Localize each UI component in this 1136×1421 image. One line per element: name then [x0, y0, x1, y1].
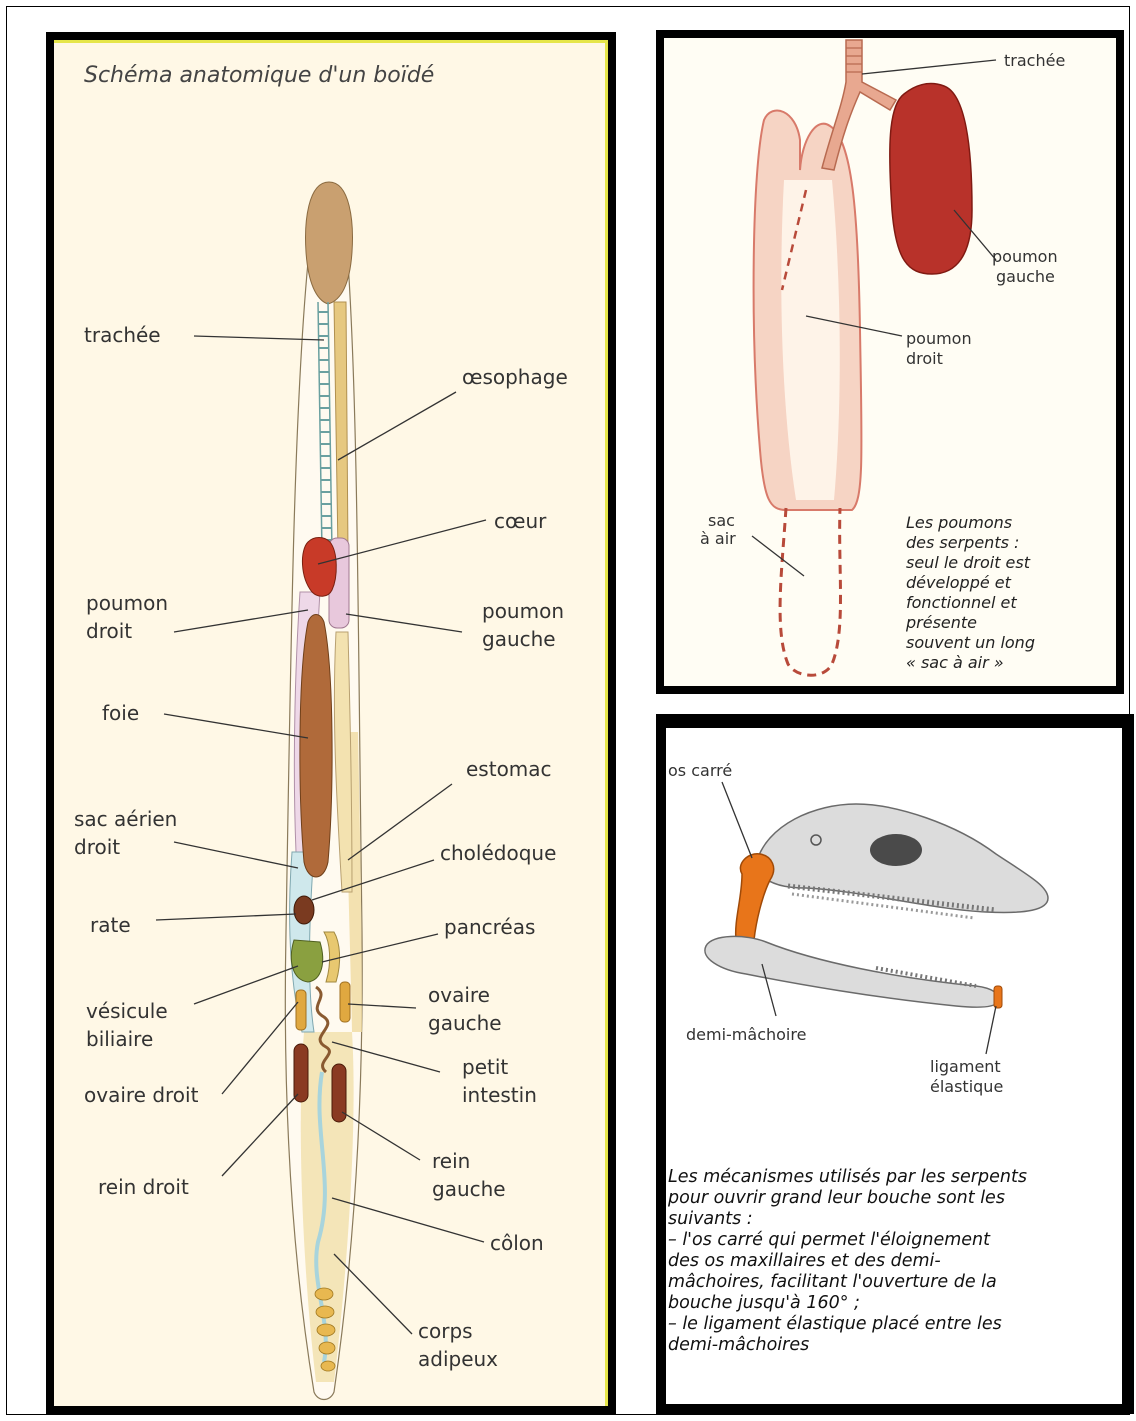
jaw-caption-line: pour ouvrir grand leur bouche sont les [667, 1188, 1005, 1208]
air-sac-dashed [780, 508, 840, 675]
lungs-diagram: trachée poumon gauche poumon droit sac à… [656, 30, 1124, 694]
label-poumon-droit-2: droit [86, 619, 132, 643]
elastic-ligament [994, 986, 1002, 1008]
jaw-panel: os carré demi-mâchoire ligament élastiqu… [656, 714, 1134, 1414]
jaw-caption-line: mâchoires, facilitant l'ouverture de la [668, 1272, 997, 1292]
left-lung-red [890, 84, 972, 274]
head-shape [306, 182, 353, 304]
lungs-label-sac-1: sac [708, 511, 735, 530]
jaw-diagram: os carré demi-mâchoire ligament élastiqu… [656, 714, 1134, 1414]
label-petit-intestin-1: petit [462, 1055, 508, 1079]
lower-jaw [705, 936, 999, 1007]
label-rein-gauche-2: gauche [432, 1177, 506, 1201]
lungs-caption-line: présente [905, 613, 977, 632]
quadrate-bone [736, 854, 774, 950]
lungs-label-poumon-droit-2: droit [906, 349, 943, 368]
lungs-caption-line: « sac à air » [906, 653, 1004, 672]
label-poumon-gauche-1: poumon [482, 599, 564, 623]
right-kidney-shape [294, 1044, 308, 1102]
anatomy-title: Schéma anatomique d'un boïdé [84, 63, 434, 88]
jaw-caption-line: des os maxillaires et des demi- [668, 1251, 941, 1271]
lungs-label-poumon-gauche-2: gauche [996, 267, 1055, 286]
label-oesophage: œsophage [462, 365, 568, 389]
jaw-caption: Les mécanismes utilisés par les serpents… [667, 1167, 1027, 1355]
lungs-label-sac-2: à air [700, 529, 736, 548]
label-trachee: trachée [84, 323, 161, 347]
label-ovaire-droit: ovaire droit [84, 1083, 199, 1107]
anatomy-diagram: Schéma anatomique d'un boïdé [46, 32, 616, 1414]
lungs-caption-line: Les poumons [906, 513, 1012, 532]
label-colon: côlon [490, 1231, 544, 1255]
label-rein-droit: rein droit [98, 1175, 189, 1199]
spleen-shape [294, 896, 314, 924]
label-rein-gauche-1: rein [432, 1149, 470, 1173]
label-vesicule-1: vésicule [86, 999, 168, 1023]
lungs-caption-line: seul le droit est [906, 553, 1031, 572]
label-petit-intestin-2: intestin [462, 1083, 537, 1107]
eye-socket [870, 834, 922, 866]
jaw-label-demi-machoire: demi-mâchoire [686, 1025, 806, 1044]
label-foie: foie [102, 701, 139, 725]
jaw-caption-line: demi-mâchoires [668, 1335, 809, 1355]
label-corps-adipeux-1: corps [418, 1319, 473, 1343]
left-ovary-shape [340, 982, 350, 1022]
anatomy-panel: Schéma anatomique d'un boïdé [46, 32, 616, 1414]
jaw-caption-line: – l'os carré qui permet l'éloignement [668, 1230, 991, 1250]
liver-shape [300, 615, 332, 878]
label-vesicule-2: biliaire [86, 1027, 153, 1051]
lungs-caption-line: souvent un long [906, 633, 1035, 652]
label-ovaire-gauche-1: ovaire [428, 983, 490, 1007]
label-pancreas: pancréas [444, 915, 535, 939]
label-poumon-gauche-2: gauche [482, 627, 556, 651]
lungs-panel: trachée poumon gauche poumon droit sac à… [656, 30, 1124, 694]
lungs-trachea [822, 40, 896, 170]
lungs-caption-line: développé et [906, 573, 1012, 592]
lungs-caption: Les poumons des serpents : seul le droit… [905, 513, 1035, 672]
jaw-caption-line: Les mécanismes utilisés par les serpents [668, 1167, 1027, 1187]
right-ovary-shape [296, 990, 306, 1030]
gall-bladder-shape [291, 940, 322, 982]
label-sac-aerien-1: sac aérien [74, 807, 177, 831]
label-choledoque: cholédoque [440, 841, 556, 865]
lungs-label-poumon-gauche-1: poumon [992, 247, 1058, 266]
jaw-caption-line: bouche jusqu'à 160° ; [668, 1293, 860, 1313]
label-coeur: cœur [494, 509, 547, 533]
jaw-caption-line: – le ligament élastique placé entre les [668, 1314, 1002, 1334]
label-ovaire-gauche-2: gauche [428, 1011, 502, 1035]
label-rate: rate [90, 913, 131, 937]
label-estomac: estomac [466, 757, 552, 781]
jaw-label-ligament-2: élastique [930, 1077, 1003, 1096]
jaw-label-os-carre: os carré [668, 761, 732, 780]
lungs-label-poumon-droit-1: poumon [906, 329, 972, 348]
label-poumon-droit-1: poumon [86, 591, 168, 615]
lungs-caption-line: des serpents : [906, 533, 1019, 552]
jaw-label-ligament-1: ligament [930, 1057, 1001, 1076]
lungs-caption-line: fonctionnel et [906, 593, 1017, 612]
label-corps-adipeux-2: adipeux [418, 1347, 498, 1371]
jaw-caption-line: suivants : [668, 1209, 753, 1229]
label-sac-aerien-2: droit [74, 835, 120, 859]
lungs-label-trachee: trachée [1004, 51, 1065, 70]
